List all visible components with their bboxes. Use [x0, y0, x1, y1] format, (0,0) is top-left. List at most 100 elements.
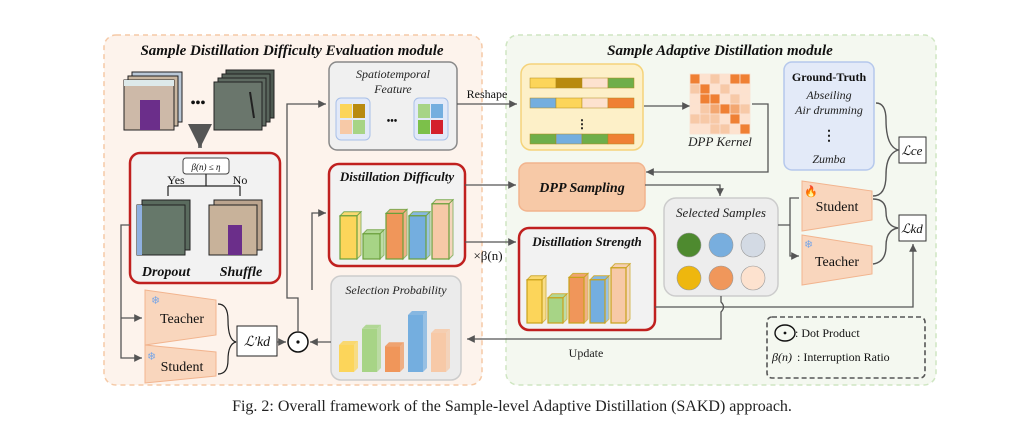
- loss-kd-box: [898, 214, 927, 242]
- left-student-snowflake-icon: ❄: [147, 351, 156, 363]
- dot-product-legend-icon: [774, 324, 796, 342]
- bar: [546, 292, 569, 325]
- left-student-block[interactable]: [144, 344, 217, 384]
- yes-label: Yes: [167, 173, 185, 187]
- bar: [567, 272, 590, 325]
- kernel-cell: [709, 103, 721, 115]
- right-teacher-block[interactable]: [801, 234, 873, 286]
- right-student-block[interactable]: [801, 180, 873, 232]
- kernel-cell: [689, 93, 701, 105]
- loss-kd: ℒkd: [901, 221, 923, 236]
- token-vertical-ellipsis: ⋮: [576, 117, 588, 131]
- distillation-difficulty-bars: [338, 198, 455, 261]
- legend-interruption-ratio: : Interruption Ratio: [797, 350, 890, 364]
- kernel-cell: [739, 113, 751, 125]
- selection-probability-title: Selection Probability: [345, 283, 447, 297]
- ground-truth-item: Abseiling: [805, 88, 851, 102]
- token-row: [529, 77, 635, 89]
- left-module-title: Sample Distillation Difficulty Evaluatio…: [140, 43, 443, 59]
- loss-ce: ℒce: [902, 143, 923, 158]
- kernel-cell: [739, 83, 751, 95]
- kernel-cell: [729, 93, 741, 105]
- kernel-cell: [709, 113, 721, 125]
- token-row: [529, 97, 635, 109]
- sample-dot: [676, 265, 702, 291]
- condition-text: β(n) ≤ η: [191, 162, 221, 172]
- ground-truth-item: Air drumming: [794, 103, 863, 117]
- bar: [407, 210, 432, 261]
- legend-dot-product: : Dot Product: [795, 326, 860, 340]
- ground-truth-item: Zumba: [812, 152, 845, 166]
- kernel-cell: [719, 93, 731, 105]
- bar: [339, 341, 358, 372]
- selection-probability-bars: [339, 311, 450, 372]
- kernel-cell: [699, 83, 711, 95]
- kernel-cell: [689, 123, 701, 135]
- update-label: Update: [569, 346, 604, 360]
- selected-sample-dots: [676, 232, 766, 291]
- token-rows: [529, 77, 635, 145]
- bar: [588, 274, 611, 325]
- kernel-cell: [699, 123, 711, 135]
- video-clip-1: [123, 71, 183, 131]
- kernel-cell: [699, 73, 711, 85]
- sample-dot: [708, 265, 734, 291]
- kernel-cell: [709, 123, 721, 135]
- ground-truth-title: Ground-Truth: [792, 70, 867, 84]
- reshape-label: Reshape: [467, 87, 508, 101]
- right-module-title: Sample Adaptive Distillation module: [607, 43, 833, 59]
- kernel-cell: [689, 83, 701, 95]
- spatiotemporal-label-1: Spatiotemporal: [356, 67, 431, 81]
- video-clip-2: [213, 69, 275, 131]
- kernel-cell: [699, 93, 711, 105]
- kernel-cell: [689, 103, 701, 115]
- kernel-cell: [709, 93, 721, 105]
- kernel-cell: [689, 113, 701, 125]
- bar: [385, 342, 404, 372]
- distillation-strength-bars: [525, 262, 632, 325]
- left-teacher-snowflake-icon: ❄: [151, 295, 160, 307]
- distillation-difficulty-title: Distillation Difficulty: [339, 169, 454, 184]
- shuffle-label: Shuffle: [220, 265, 263, 280]
- left-teacher-block[interactable]: [144, 289, 217, 346]
- loss-ce-box: [898, 136, 927, 164]
- kernel-cell: [719, 83, 731, 95]
- no-label: No: [233, 173, 248, 187]
- bar: [430, 198, 455, 261]
- loss-kd-prime: ℒ′kd: [244, 335, 271, 350]
- kernel-cell: [729, 123, 741, 135]
- legend-box: [766, 316, 926, 379]
- ground-truth-box: [783, 61, 875, 171]
- kernel-cell: [739, 103, 751, 115]
- kernel-cell: [719, 103, 731, 115]
- kernel-cell: [729, 83, 741, 95]
- kernel-cell: [689, 73, 701, 85]
- bar: [609, 262, 632, 325]
- kernel-cell: [709, 83, 721, 95]
- fire-icon: 🔥: [804, 185, 818, 198]
- right-teacher-snowflake-icon: ❄: [804, 239, 813, 251]
- bar: [384, 208, 409, 261]
- selected-samples-title: Selected Samples: [676, 205, 766, 220]
- kernel-cell: [729, 73, 741, 85]
- sample-dot: [740, 265, 766, 291]
- clips-ellipsis: •••: [191, 96, 206, 111]
- bar: [431, 329, 450, 372]
- dropout-clip: [136, 199, 191, 256]
- token-row: [529, 133, 635, 145]
- feature-cube-group-2: [413, 97, 449, 141]
- dpp-kernel-matrix: [689, 73, 751, 135]
- feature-ellipsis: •••: [387, 116, 398, 127]
- right-student-label: Student: [816, 200, 859, 215]
- bar: [408, 311, 427, 372]
- loss-kd-prime-box: [236, 325, 278, 357]
- kernel-cell: [699, 103, 711, 115]
- kernel-cell: [719, 123, 731, 135]
- dpp-sampling-box[interactable]: [518, 162, 646, 212]
- bar: [361, 228, 386, 261]
- beta-multiplier: ×β(n): [473, 248, 502, 263]
- feature-cube-group-1: [335, 97, 371, 141]
- kernel-cell: [699, 113, 711, 125]
- kernel-cell: [739, 123, 751, 135]
